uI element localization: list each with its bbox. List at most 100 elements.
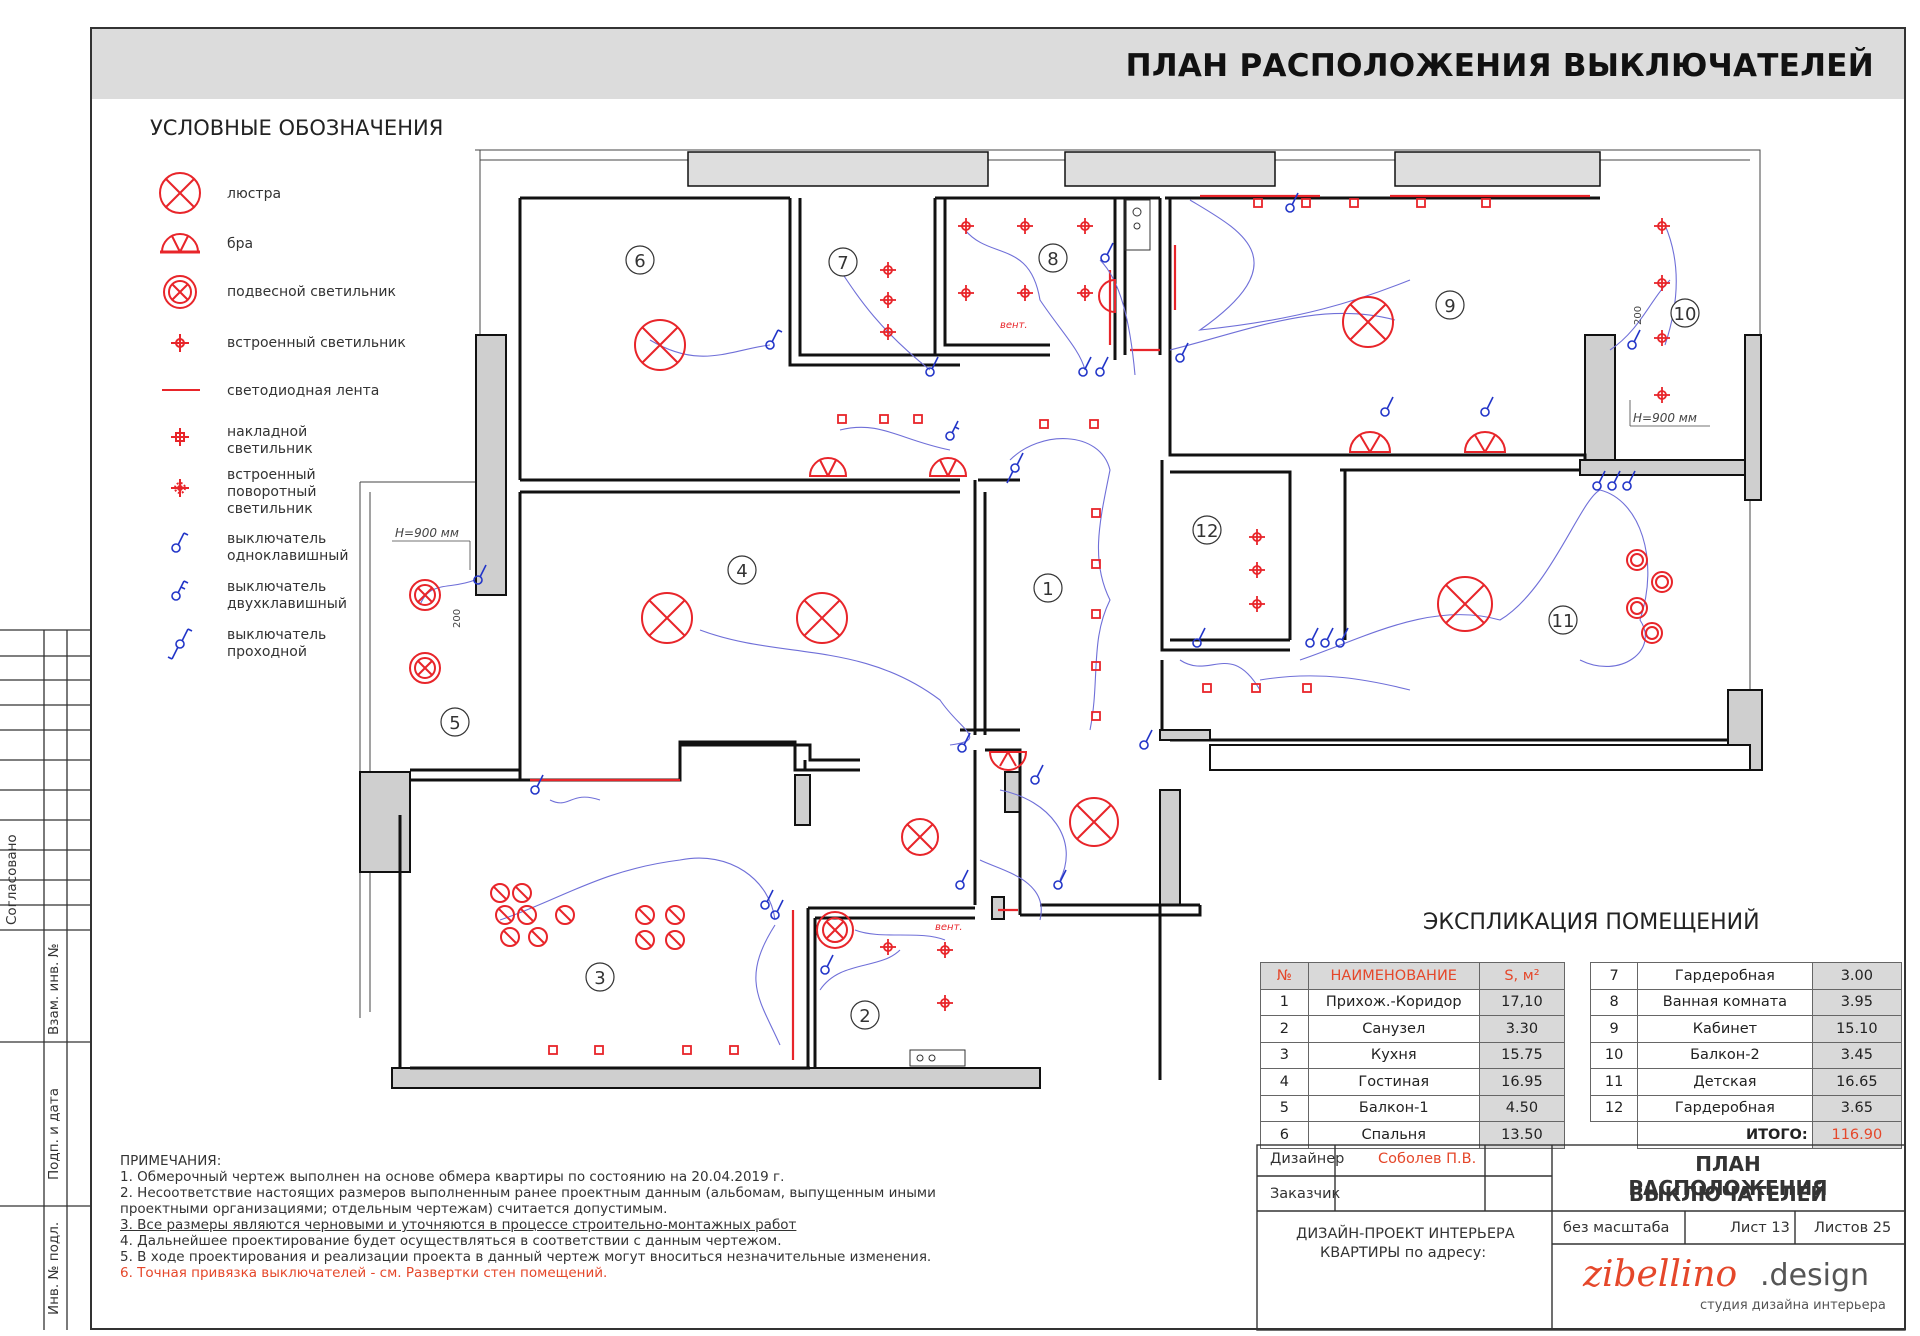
recessed-light-icon — [1249, 596, 1265, 612]
designer-name: Соболев П.В. — [1378, 1151, 1477, 1167]
note-line-3: проектными организациями; отдельным черт… — [120, 1201, 668, 1217]
recessed-light-icon — [937, 942, 953, 958]
room-number-3: 3 — [594, 968, 605, 989]
room-number-10: 10 — [1674, 304, 1697, 325]
chandelier-icon — [1342, 296, 1394, 348]
pendant-light-icon — [528, 927, 548, 947]
recessed-light-icon — [1017, 218, 1033, 234]
surface-light-icon — [879, 414, 889, 424]
surface-light-icon — [1091, 508, 1101, 518]
legend-label-swivel: встроенный поворотный светильник — [227, 467, 317, 517]
recessed-light-icon — [1654, 218, 1670, 234]
chandelier-icon — [634, 319, 686, 371]
wall-sconce-icon — [160, 233, 200, 254]
note-line-6: 5. В ходе проектирования и реализации пр… — [120, 1249, 932, 1265]
chandelier-icon — [901, 818, 939, 856]
legend-label-pass-switch: выключатель проходной — [227, 627, 327, 660]
legend-label-chandelier: люстра — [227, 186, 282, 202]
vent-label-1: вент. — [1000, 320, 1028, 331]
single-switch-icon — [925, 356, 939, 377]
pendant-light-icon — [163, 275, 197, 309]
pass-switch-icon — [1078, 356, 1092, 377]
single-switch-icon — [765, 329, 783, 350]
pendant-light-icon — [500, 927, 520, 947]
recessed-light-icon — [880, 292, 896, 308]
single-switch-icon — [1175, 342, 1189, 363]
legend-label-single-switch: выключатель одноклавишный — [227, 531, 349, 564]
designer-label: Дизайнер — [1270, 1151, 1345, 1167]
room-circle-11 — [1548, 605, 1578, 635]
note-line-5: 4. Дальнейшее проектирование будет осуще… — [120, 1233, 782, 1249]
pendant-light-icon — [665, 930, 685, 950]
legend-label-surface: накладной светильник — [227, 424, 313, 457]
recessed-light-icon — [958, 285, 974, 301]
room-number-12: 12 — [1196, 521, 1219, 542]
height-label-balcony-2: H=900 мм — [1633, 411, 1697, 425]
sheet-number: Лист 13 — [1730, 1220, 1790, 1236]
logo-subtitle: студия дизайна интерьера — [1700, 1298, 1886, 1313]
row-name: Кабинет — [1637, 1015, 1813, 1043]
legend-label-double-switch: выключатель двухклавишный — [227, 579, 347, 612]
surface-light-icon — [729, 1045, 739, 1055]
row-area: 16.95 — [1478, 1068, 1566, 1096]
pass-switch-icon — [1622, 470, 1636, 491]
pendant-light-icon — [1641, 622, 1663, 644]
surface-light-icon — [1416, 198, 1426, 208]
surface-light-icon — [1302, 683, 1312, 693]
surface-light-icon — [1091, 661, 1101, 671]
surface-light-icon — [548, 1045, 558, 1055]
single-switch-icon — [1480, 396, 1494, 417]
logo-suffix: .design — [1760, 1258, 1870, 1293]
table-header-row: № НАИМЕНОВАНИЕ S, м² — [1260, 962, 1566, 990]
room-circle-12 — [1192, 515, 1222, 545]
double-switch-icon — [1053, 869, 1067, 890]
surface-light-icon — [1301, 198, 1311, 208]
row-num: 8 — [1589, 988, 1639, 1016]
project-line-1: ДИЗАЙН-ПРОЕКТ ИНТЕРЬЕРА — [1296, 1226, 1515, 1242]
row-num: 9 — [1589, 1015, 1639, 1043]
pass-switch-icon — [1607, 470, 1621, 491]
wall-sconce-icon — [1098, 278, 1116, 314]
sheet-title-line-1: ПЛАН РАСПОЛОЖЕНИЯ — [1628, 1152, 1828, 1200]
room-number-2: 2 — [859, 1006, 870, 1027]
pass-switch-icon — [167, 628, 193, 660]
logo-script: zibellino — [1583, 1254, 1738, 1295]
wall-sconce-icon — [1463, 431, 1507, 453]
recessed-light-icon — [1017, 285, 1033, 301]
row-num: 10 — [1589, 1041, 1639, 1069]
recessed-light-icon — [880, 262, 896, 278]
row-name: Гардеробная — [1637, 962, 1813, 990]
surface-light-icon — [171, 428, 189, 446]
single-switch-icon — [1627, 329, 1641, 350]
row-name: Балкон-2 — [1637, 1041, 1813, 1069]
project-line-2: КВАРТИРЫ по адресу: — [1320, 1245, 1487, 1261]
row-num: 3 — [1260, 1041, 1309, 1069]
room-circle-8 — [1038, 243, 1068, 273]
row-area: 3.00 — [1811, 962, 1903, 990]
recessed-light-icon — [1654, 275, 1670, 291]
surface-light-icon — [682, 1045, 692, 1055]
single-switch-icon — [171, 532, 189, 553]
surface-light-icon — [1039, 419, 1049, 429]
room-number-9: 9 — [1444, 296, 1455, 317]
recessed-light-icon — [1654, 387, 1670, 403]
pendant-light-icon — [635, 930, 655, 950]
recessed-light-icon — [1654, 330, 1670, 346]
row-name: Кухня — [1307, 1041, 1480, 1069]
row-name: Балкон-1 — [1307, 1094, 1480, 1122]
client-label: Заказчик — [1270, 1186, 1341, 1202]
page-title: ПЛАН РАСПОЛОЖЕНИЯ ВЫКЛЮЧАТЕЛЕЙ — [1125, 48, 1874, 84]
swivel-recessed-light-icon — [171, 479, 189, 497]
single-switch-icon — [530, 774, 544, 795]
row-name: Гостиная — [1307, 1068, 1480, 1096]
pass-switch-icon — [1006, 452, 1024, 484]
